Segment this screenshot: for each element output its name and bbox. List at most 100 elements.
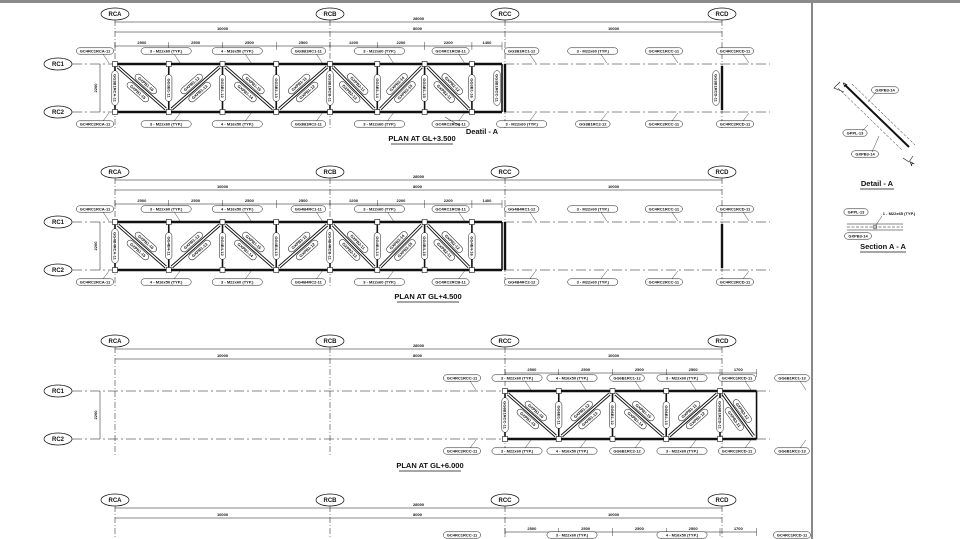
dimension-rows: 2200 <box>93 410 98 420</box>
node-plate <box>663 436 670 442</box>
plan-title: PLAN AT GL+6.000 <box>396 461 463 470</box>
leader-line <box>742 211 750 222</box>
dimension-bay: 2500 <box>191 40 201 45</box>
tag-outline <box>732 399 752 423</box>
tag-text: 4 - M16x50 (TYP.) <box>556 448 589 453</box>
tag-outline <box>354 120 405 128</box>
tag-outline <box>354 205 405 213</box>
grid-rca-label: RCA <box>109 498 123 504</box>
callout-top: GG3B1RC1-12 <box>504 47 540 55</box>
node-plate <box>421 61 428 67</box>
tag-outline <box>656 531 708 539</box>
tag-outline <box>443 531 481 539</box>
tag-outline <box>567 278 619 286</box>
tag-outline <box>219 232 226 260</box>
tag-text: 3 - M22x60 (TYP.) <box>501 375 534 380</box>
node-plate <box>165 267 172 273</box>
post-tag: GG4B4-16 <box>468 232 476 260</box>
section-marker: A <box>909 160 917 168</box>
tag-text: GG3B1-11 <box>166 78 171 98</box>
tag-outline <box>656 374 708 382</box>
grid-rcd-label: RCD <box>716 170 730 176</box>
dimension-bay: 2500 <box>137 40 147 45</box>
node-plate <box>717 388 723 394</box>
tag-text: GG3B1-14 <box>375 78 380 98</box>
callout-bottom: GC4RC2RCD-11 <box>716 278 754 286</box>
tag-text: 3 - M22x60 (TYP.) <box>577 48 610 53</box>
detail-tag: GXPB3-14 <box>871 86 899 94</box>
callout-top: GC4RC1RCA-11 <box>76 205 114 213</box>
post-tag: GG6B1-11 <box>555 401 563 429</box>
tag-text: 3 - M22x60 (TYP.) <box>363 279 396 284</box>
tag-text: GC4RC2RCA-11 <box>80 279 111 284</box>
tag-outline <box>716 120 754 128</box>
tag-text: GC4RC1RCD-11 <box>720 48 751 53</box>
tag-text: GG4B4RC1-11 <box>295 206 323 211</box>
tag-text: GC4RC2RCC-11 <box>649 121 680 126</box>
callout-top: GG6B1RC1-13 <box>774 374 810 382</box>
leader-line <box>579 380 587 391</box>
tag-outline <box>468 74 476 102</box>
tag-text: GG6B1-13 <box>664 405 669 425</box>
tag-outline <box>140 47 192 55</box>
diagonal-brace-core <box>722 393 755 437</box>
leader-line <box>173 112 181 122</box>
diagonal-brace-core <box>278 66 328 110</box>
tag-text: GG4B4RC2-12 <box>508 279 536 284</box>
callout-bottom: GG6B1RC2-12 <box>609 447 645 455</box>
callout-bottom: 3 - M22x60 (TYP.) <box>491 447 543 455</box>
tag-outline <box>441 73 463 95</box>
tag-text: GPPL-13 <box>848 209 865 214</box>
tag-outline <box>718 374 756 382</box>
leader-line <box>600 112 607 122</box>
callout-top: GC4RC1RCD-11 <box>718 374 756 382</box>
node-plate <box>374 61 381 67</box>
tag-outline <box>296 239 319 261</box>
tag-outline <box>504 47 540 55</box>
tag-outline <box>431 47 470 55</box>
tag-text: GC4RC1RCC-11 <box>649 48 680 53</box>
node-plate <box>374 267 381 273</box>
tag-text: 3 - M22x60 (TYP.) <box>577 206 610 211</box>
node-plate <box>663 388 670 394</box>
leader-line <box>529 112 536 122</box>
tag-text: GG3B1RC2-11 <box>295 121 323 126</box>
diagonal-brace-core <box>379 224 423 268</box>
node-plate <box>502 388 508 394</box>
callout-bottom: GC4RC2RCB-11 <box>431 120 470 128</box>
tag-outline <box>491 447 543 455</box>
node-plate <box>165 219 172 225</box>
leader-line <box>861 124 869 132</box>
tag-outline <box>774 447 810 455</box>
node-plate <box>273 267 280 273</box>
callout-top: GG3B1RC1-11 <box>290 47 326 55</box>
tag-outline <box>716 397 724 433</box>
post-tag: GG3B1RCD-11 <box>712 70 720 106</box>
callout-top: 3 - M22x60 (TYP.) <box>567 47 619 55</box>
grid-rcb-label: RCB <box>324 12 338 18</box>
post-tag: GG3B1-15 <box>421 74 429 102</box>
callout-top: 3 - M22x60 (TYP.) <box>656 374 708 382</box>
tag-outline <box>386 231 408 253</box>
post-tag: GG3B1-12 <box>219 74 226 102</box>
node-plate <box>327 267 333 273</box>
tag-outline <box>524 400 547 422</box>
callout-bottom: 3 - M22x60 (TYP.) <box>211 278 263 286</box>
dimension-bay: 2500 <box>581 526 591 531</box>
tag-text: GC4RC1RCB-11 <box>435 206 466 211</box>
leader-line <box>742 112 750 122</box>
plan-title: PLAN AT GL+4.500 <box>394 292 461 301</box>
tag-outline <box>609 401 616 429</box>
tag-outline <box>842 129 868 137</box>
tag-text: GG3B1RC2-12 <box>579 121 607 126</box>
tag-outline <box>468 232 476 260</box>
tag-text: 3 - M22x60 (TYP.) <box>221 279 254 284</box>
detail-tag: GPPL-13 <box>842 129 868 137</box>
row-rc1-label: RC1 <box>52 62 65 68</box>
tag-outline <box>516 408 539 430</box>
callout-top: 3 - M22x60 (TYP.) <box>546 531 598 539</box>
node-plate <box>469 109 475 115</box>
dimension-bay: 2500 <box>527 526 537 531</box>
tag-text: 4 - M16x50 (TYP.) <box>666 532 699 537</box>
detail-callout: Deatil - A <box>466 127 499 136</box>
